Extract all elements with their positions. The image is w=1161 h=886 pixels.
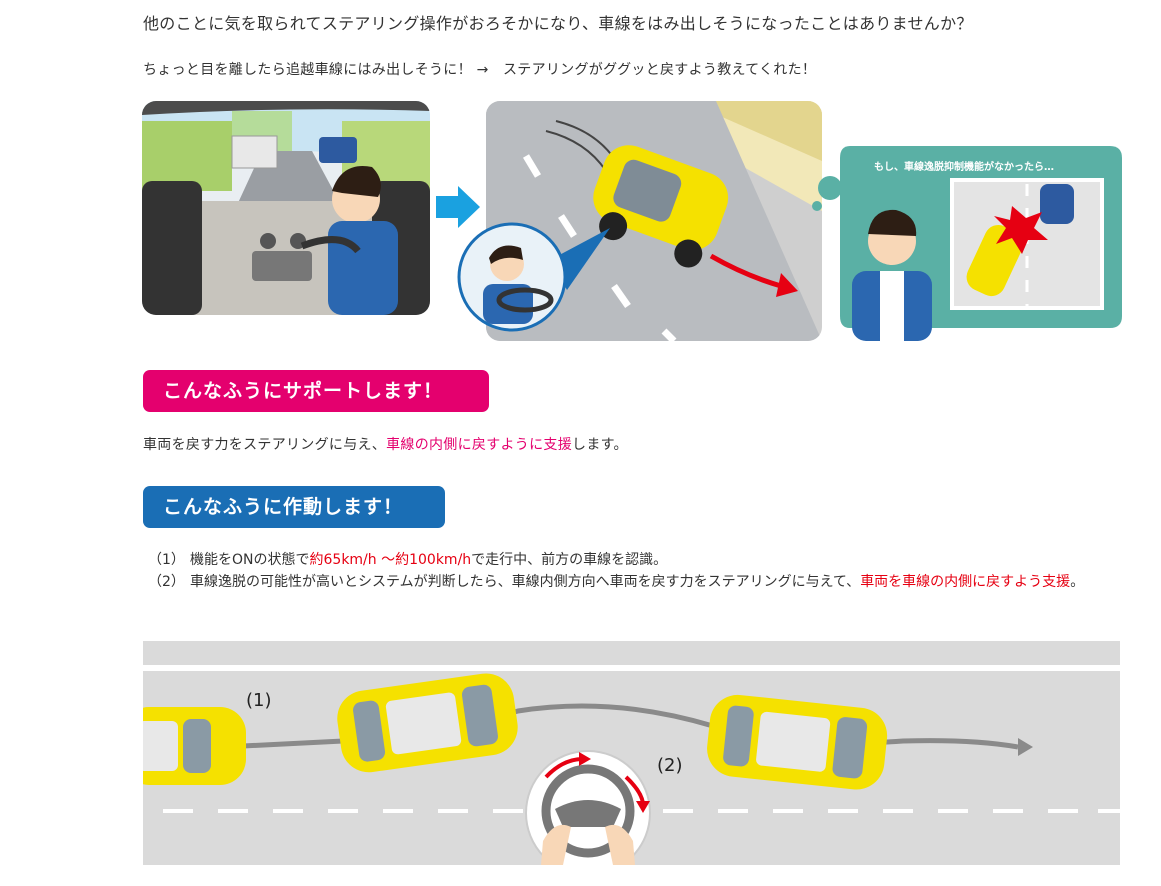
example-text: ちょっと目を離したら追越車線にはみ出しそうに！ → ステアリングがググッと戻すよ… xyxy=(143,62,817,78)
step-text: 機能をONの状態で約65km/h ～約100km/hで走行中、前方の車線を認識。 xyxy=(190,549,1123,571)
operate-heading: こんなふうに作動します！ xyxy=(143,486,445,528)
road-edge-line xyxy=(143,665,1120,671)
car-icon xyxy=(337,673,518,773)
step-item: （2） 車線逸脱の可能性が高いとシステムが判断したら、車線内側方向へ車両を戻す力… xyxy=(148,571,1123,593)
step-text-highlight: 車両を車線の内側に戻すよう支援 xyxy=(860,574,1071,590)
step-text-highlight: 約65km/h ～約100km/h xyxy=(309,552,472,568)
support-description: 車両を戻す力をステアリングに与え、車線の内側に戻すように支援します。 xyxy=(143,434,628,454)
worst-case-illustration: もし、車線逸脱抑制機能がなかったら… xyxy=(812,136,1122,341)
step-text: 車線逸脱の可能性が高いとシステムが判断したら、車線内側方向へ車両を戻す力をステア… xyxy=(190,571,1123,593)
startled-driver-inset xyxy=(457,222,610,332)
step-text-prefix: 車線逸脱の可能性が高いとシステムが判断したら、車線内側方向へ車両を戻す力をステア… xyxy=(190,574,861,590)
car-icon xyxy=(143,707,246,785)
path-arrow-icon xyxy=(1018,738,1033,756)
car-icon xyxy=(707,694,888,790)
driver-view-illustration xyxy=(142,101,430,315)
step-item: （1） 機能をONの状態で約65km/h ～約100km/hで走行中、前方の車線… xyxy=(148,549,1123,571)
support-text-prefix: 車両を戻す力をステアリングに与え、 xyxy=(143,437,387,453)
lane-assist-diagram: (1) (2) xyxy=(143,641,1120,865)
step-number: （2） xyxy=(148,574,185,590)
operation-steps-list: （1） 機能をONの状態で約65km/h ～約100km/hで走行中、前方の車線… xyxy=(148,549,1123,593)
diagram-label-1: (1) xyxy=(246,690,272,711)
scene-transition-arrow-icon xyxy=(436,186,480,228)
step-text-prefix: 機能をONの状態で xyxy=(190,552,310,568)
intro-text: 他のことに気を取られてステアリング操作がおろそかになり、車線をはみ出しそうになっ… xyxy=(143,14,973,33)
step-text-suffix: 。 xyxy=(1070,574,1085,590)
support-heading: こんなふうにサポートします！ xyxy=(143,370,489,412)
support-text-highlight: 車線の内側に戻すように支援 xyxy=(386,437,573,453)
support-text-suffix: します。 xyxy=(572,437,628,453)
step-text-suffix: で走行中、前方の車線を認識。 xyxy=(471,552,668,568)
steering-assist-icon xyxy=(525,750,651,865)
diagram-label-2: (2) xyxy=(657,755,683,776)
step-number: （1） xyxy=(148,552,185,568)
thought-bubble-text: もし、車線逸脱抑制機能がなかったら… xyxy=(874,162,1054,173)
